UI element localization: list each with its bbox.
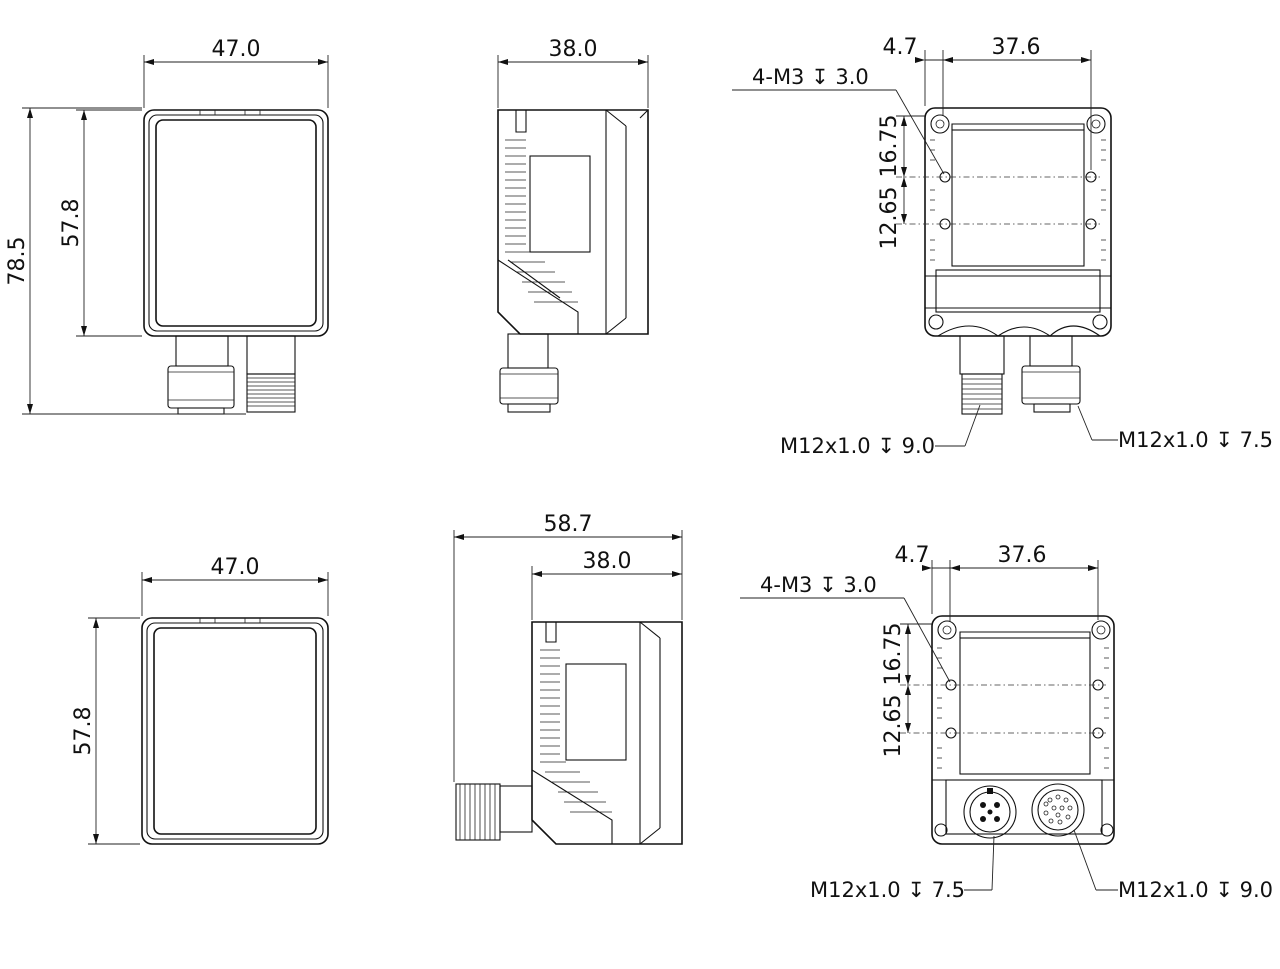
side-ribs <box>930 139 1106 261</box>
top-side-view: 38.0 <box>497 37 649 413</box>
dim-offset: 4.7 <box>895 543 930 568</box>
dim-housing-height: 57.8 <box>59 199 84 248</box>
mounting-holes <box>945 679 1104 739</box>
dim-housing-height: 57.8 <box>71 707 96 756</box>
connector-right-callout: M12x1.0 ↧ 7.5 <box>1118 428 1273 452</box>
dim-overall-depth: 58.7 <box>544 512 593 537</box>
bottom-side-view: 58.7 38.0 <box>453 512 683 845</box>
hole-callout: 4-M3 ↧ 3.0 <box>752 65 869 89</box>
connector-left-face <box>963 785 1017 839</box>
bottom-rear-view: 4.7 37.6 4-M3 ↧ 3.0 16.75 12.65 M12x1.0 … <box>740 543 1273 902</box>
dim-vert-lower: 12.65 <box>877 187 902 250</box>
depth-arrow-icon: ↧ <box>1209 428 1240 452</box>
dim-hole-spacing: 37.6 <box>992 35 1041 60</box>
corner-screws <box>934 620 1114 837</box>
side-ribs <box>937 647 1109 769</box>
depth-arrow-icon: ↧ <box>804 65 835 89</box>
depth-arrow-icon: ↧ <box>901 878 932 902</box>
depth-arrow-icon: ↧ <box>812 573 843 597</box>
dim-width: 47.0 <box>212 37 261 62</box>
dim-vert-lower: 12.65 <box>881 695 906 758</box>
dim-width: 47.0 <box>211 555 260 580</box>
depth-arrow-icon: ↧ <box>871 434 902 458</box>
fin-pattern <box>505 139 578 303</box>
dim-depth: 38.0 <box>583 549 632 574</box>
dim-vert-upper: 16.75 <box>877 115 902 178</box>
thread-pattern-side <box>459 784 496 840</box>
connector-right-callout: M12x1.0 ↧ 9.0 <box>1118 878 1273 902</box>
top-front-view: 47.0 57.8 78.5 <box>5 37 329 415</box>
top-rear-view: 4.7 37.6 4-M3 ↧ 3.0 16.75 12.65 M12x1.0 … <box>732 35 1273 458</box>
hole-callout: 4-M3 ↧ 3.0 <box>760 573 877 597</box>
thread-pattern-rear <box>962 378 1002 410</box>
connector-left-callout: M12x1.0 ↧ 7.5 <box>810 878 965 902</box>
fin-pattern <box>540 649 612 813</box>
bottom-front-view: 47.0 57.8 <box>71 555 329 845</box>
dim-hole-spacing: 37.6 <box>998 543 1047 568</box>
dim-depth: 38.0 <box>549 37 598 62</box>
dim-offset: 4.7 <box>883 35 918 60</box>
thread-pattern <box>247 377 295 407</box>
dim-total-height: 78.5 <box>5 237 30 286</box>
dim-vert-upper: 16.75 <box>881 623 906 686</box>
corner-screws <box>928 114 1108 330</box>
connector-right-face <box>1031 783 1085 837</box>
connector-left-callout: M12x1.0 ↧ 9.0 <box>780 434 935 458</box>
mounting-holes <box>939 171 1097 230</box>
depth-arrow-icon: ↧ <box>1209 878 1240 902</box>
